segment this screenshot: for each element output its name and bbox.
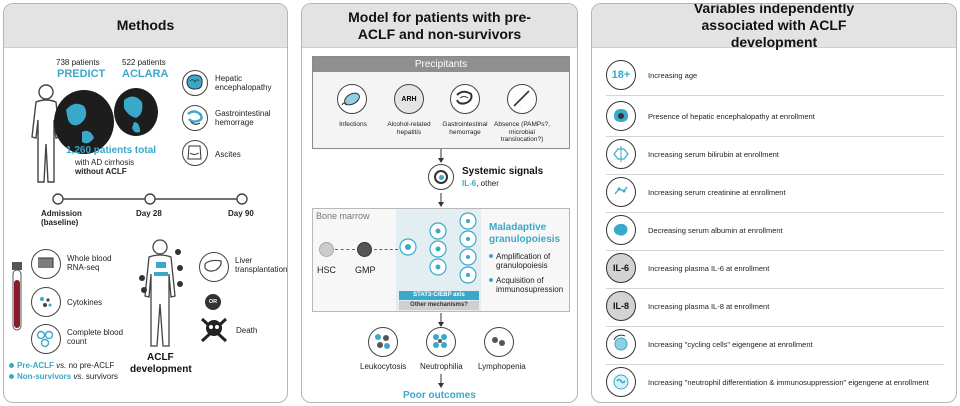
aclf-body-figure [139,239,183,347]
neutrophil-cascade [399,212,477,284]
total-line3: without ACLF [75,167,127,176]
bullet-amplification: Amplification of granulopoiesis [489,252,565,270]
gi-hemorrhage-icon [450,84,480,114]
aclf-label: ACLF [147,352,174,363]
bacteria-icon [337,84,367,114]
systemic-subtitle: IL-6, other [462,179,499,188]
aclara-count: 522 patients [122,58,166,67]
hsc-label: HSC [317,265,337,275]
methods-title: Methods [4,4,287,48]
blood-tube-icon [12,262,22,331]
systemic-signal-icon [428,164,454,190]
variable-row: Decreasing serum albumin at enrollment [606,214,948,246]
sample-label: Whole blood RNA-seq [67,254,112,272]
leukocytosis-icon [368,327,398,357]
rna-seq-icon [31,249,61,279]
timeline [52,193,248,205]
bullet-immunosupression: Acquisition of immunosupression [489,276,565,294]
cell-label: Lymphopenia [478,362,526,371]
stat3-bar: STAT3-C/EBP axis [399,291,479,300]
aclara-name: ACLARA [122,68,169,80]
maladaptive-title: Maladaptive [489,222,547,233]
dashed-arrow [335,249,355,250]
precipitant-label: Alcohol-related hepatitis [387,121,431,136]
variable-row: 18+ Increasing age [606,59,948,91]
total-patients: 1,260 patients total [66,145,157,156]
variable-row: IL-8 Increasing plasma IL-8 at enrollmen… [606,290,948,322]
cell-label: Neutrophilia [420,362,463,371]
model-panel: Model for patients with pre-ACLF and non… [301,3,578,403]
precipitants-title: Precipitants [313,57,569,72]
timeline-day90: Day 90 [228,209,254,218]
skull-icon [200,317,228,343]
variable-row: Increasing "neutrophil differentiation &… [606,366,948,398]
neutrophil-icon [606,367,636,397]
or-badge: OR [205,294,221,310]
precipitant-label: Infections [339,121,367,128]
hsc-cell-icon [319,242,334,257]
cell-label: Leukocytosis [360,362,407,371]
albumin-icon [606,215,636,245]
liver-icon [199,252,229,282]
gmp-label: GMP [355,265,376,275]
arrow-icon [438,193,444,207]
comparison-non-survivors: Non-survivors vs. survivors [9,372,118,381]
precipitant-label: Gastrointestinal hemorrage [442,121,488,136]
total-line2: with AD cirrhosis [75,158,135,167]
condition-label: Ascites [215,150,241,159]
condition-label: Gastrointestinal hemorrage [215,109,271,127]
variable-row: IL-6 Increasing plasma IL-6 at enrollmen… [606,252,948,284]
age-icon: 18+ [606,60,636,90]
variable-row: Increasing serum bilirubin at enrollment [606,138,948,170]
sample-label: Cytokines [67,298,103,307]
bone-marrow-label: Bone marrow [316,211,370,221]
arrow-icon [438,374,444,388]
patient-globe-figure [31,84,158,183]
development-label: development [130,364,192,375]
neutrophilia-icon [426,327,456,357]
methods-panel: Methods 738 patients PREDICT 522 patient… [3,3,288,403]
lymphopenia-icon [484,327,514,357]
absence-icon [507,84,537,114]
cycling-cell-icon [606,329,636,359]
variables-title: Variables independently associated with … [592,4,956,50]
other-mechanisms-bar: Other mechanisms? [399,301,479,310]
abdomen-icon [182,140,208,166]
dashed-arrow [374,249,398,250]
predict-count: 738 patients [56,58,100,67]
maladaptive-title-2: granulopoiesis [489,234,561,245]
model-title: Model for patients with pre-ACLF and non… [302,4,577,48]
systemic-title: Systemic signals [462,166,544,177]
il6-icon: IL-6 [606,253,636,283]
intestine-icon [182,105,208,131]
blood-count-icon [31,324,61,354]
comparison-pre-aclf: Pre-ACLF vs. no pre-ACLF [9,361,114,370]
gmp-cell-icon [357,242,372,257]
arrow-icon [438,313,444,327]
arh-icon: ARH [394,84,424,114]
sample-label: Complete blood count [67,328,124,346]
brain-icon [606,101,636,131]
bilirubin-molecule-icon [606,139,636,169]
il8-icon: IL-8 [606,291,636,321]
arrow-icon [438,149,444,163]
death-label: Death [236,326,258,335]
variable-row: Presence of hepatic encephalopathy at en… [606,100,948,132]
timeline-admission: Admission [41,209,82,218]
poor-outcomes: Poor outcomes [403,390,476,401]
brain-icon [182,70,208,96]
liver-transplant-label: Liver transplantation [235,256,288,274]
precipitant-label: Absence (PAMPs?, microbial translocation… [494,121,550,143]
creatinine-molecule-icon [606,177,636,207]
timeline-day28: Day 28 [136,209,162,218]
cytokines-icon [31,287,61,317]
variables-panel: Variables independently associated with … [591,3,957,403]
variable-row: Increasing serum creatinine at enrollmen… [606,176,948,208]
predict-name: PREDICT [57,68,106,80]
timeline-baseline: (baseline) [41,218,79,227]
variable-row: Increasing "cycling cells" eigengene at … [606,328,948,360]
condition-label: Hepatic encephalopathy [215,74,272,92]
